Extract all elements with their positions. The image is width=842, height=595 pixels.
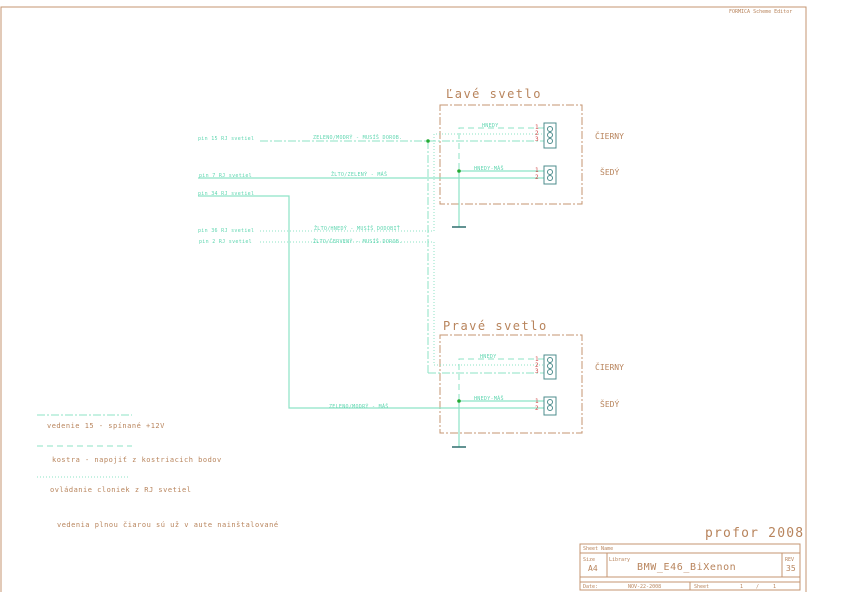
svg-text:NOV-22-2008: NOV-22-2008 [628, 584, 661, 590]
left-ground-wiring [452, 127, 544, 228]
author-label: profor 2008 [705, 526, 804, 541]
wire-label-right-top: HNEDY [480, 354, 497, 360]
app-title: FORMICA Scheme Editor [729, 9, 792, 15]
svg-text:2: 2 [535, 362, 539, 369]
svg-text:/: / [756, 584, 759, 590]
wire-pin15 [260, 139, 544, 374]
svg-text:2: 2 [535, 405, 539, 412]
svg-text:1: 1 [535, 124, 539, 131]
title-block: Sheet Name Size A4 Library BMW_E46_BiXen… [579, 543, 801, 591]
right-ground-wiring [452, 358, 544, 448]
svg-text:2: 2 [535, 174, 539, 181]
svg-text:Date:: Date: [583, 584, 598, 590]
svg-text:1: 1 [773, 584, 776, 590]
svg-text:1: 1 [535, 398, 539, 405]
connector-right-gray: 1 2 [535, 396, 557, 416]
sheet-frame [0, 6, 807, 592]
connector-label: ŠEDÝ [600, 166, 619, 177]
svg-text:Size: Size [583, 557, 595, 563]
svg-text:1: 1 [535, 356, 539, 363]
svg-text:1: 1 [535, 167, 539, 174]
legend-text: kostra - napojiť z kostriacich bodov [52, 455, 222, 464]
junction-dot [426, 139, 430, 143]
left-block-frame [439, 104, 583, 205]
svg-text:Library: Library [609, 557, 630, 563]
svg-text:1: 1 [740, 584, 743, 590]
svg-text:3: 3 [535, 136, 539, 143]
right-block-title: Pravé svetlo [443, 319, 548, 333]
source-label: pin 2 RJ svetiel [199, 239, 252, 245]
connector-left-black: 1 2 3 [535, 122, 557, 149]
legend-text: ovládanie cloniek z RJ svetiel [50, 486, 191, 494]
source-label: pin 7 RJ svetiel [199, 173, 252, 179]
svg-text:3: 3 [535, 368, 539, 375]
wire-label-right-bottom: HNEDY-MÁŠ [474, 395, 504, 402]
svg-text:Sheet Name: Sheet Name [583, 546, 613, 552]
wire-color-label: ŽLTO/ČERVENÝ - MUSÍŠ DOROB. [313, 237, 402, 245]
wire-color-label: ZELENO/MODRÝ - MÁŠ [329, 403, 389, 410]
source-label: pin 36 RJ svetiel [198, 228, 254, 234]
wire-label-left-top: HNEDY [482, 123, 499, 129]
connector-right-black: 1 2 3 [535, 354, 557, 380]
svg-text:A4: A4 [588, 564, 598, 573]
wire-pin2 [260, 241, 544, 366]
wire-color-label: ŽLTO/HNEDÝ - MUSÍŠ DODOBIŤ [314, 224, 400, 232]
svg-text:BMW_E46_BiXenon: BMW_E46_BiXenon [637, 562, 736, 573]
connector-label: ŠEDÝ [600, 398, 619, 409]
source-label: pin 15 RJ svetiel [198, 136, 254, 142]
svg-text:2: 2 [535, 130, 539, 137]
source-label: pin 34 RJ svetiel [198, 191, 254, 197]
connector-left-gray: 1 2 [535, 165, 557, 185]
wire-pin36 [260, 133, 544, 232]
legend-text: vedenie 15 - spínané +12V [47, 422, 165, 430]
wire-color-label: ŽLTO/ZELENÝ - MÁŠ [331, 170, 387, 178]
connector-label: ČIERNY [595, 361, 624, 372]
wire-color-label: ZELENO/MODRÝ - MUSÍŠ DOROB. [313, 133, 402, 141]
svg-text:35: 35 [786, 564, 796, 573]
svg-text:Sheet: Sheet [694, 584, 709, 590]
right-block-frame [439, 334, 583, 434]
note-text: vedenia plnou čiarou sú už v aute nainšt… [57, 521, 279, 529]
left-block-title: Ľavé svetlo [446, 87, 542, 101]
wire-pin34 [198, 195, 544, 409]
wire-label-left-bottom: HNEDY-MÁŠ [474, 165, 504, 172]
svg-text:REV: REV [785, 557, 794, 563]
connector-label: ČIERNY [595, 130, 624, 141]
